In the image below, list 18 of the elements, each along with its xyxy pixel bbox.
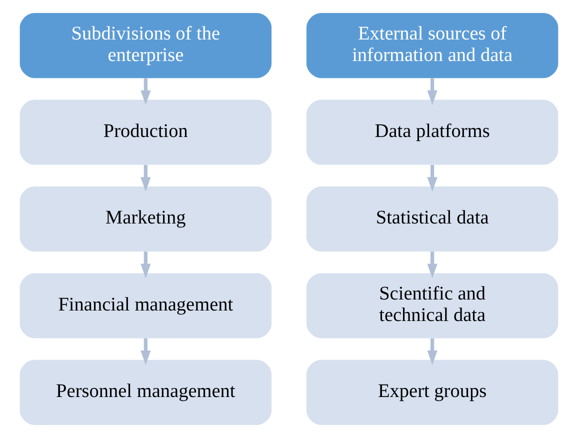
- arrow: [427, 252, 438, 278]
- arrow: [140, 164, 151, 192]
- node-box: Personnel management: [20, 360, 272, 425]
- node-box: Scientific and technical data: [306, 273, 558, 338]
- node-box: Subdivisions of the enterprise: [20, 13, 272, 78]
- node-box: Marketing: [20, 186, 272, 252]
- arrow: [427, 338, 438, 365]
- arrow: [427, 164, 438, 192]
- node-box: Statistical data: [306, 186, 558, 252]
- arrow: [140, 338, 151, 365]
- node-box: External sources of information and data: [306, 13, 558, 78]
- node-box: Data platforms: [306, 100, 558, 165]
- arrow: [140, 252, 151, 278]
- node-box: Expert groups: [306, 360, 558, 425]
- node-box: Financial management: [20, 273, 272, 338]
- arrow: [427, 78, 438, 105]
- node-box: Production: [20, 100, 272, 165]
- arrow: [140, 78, 151, 105]
